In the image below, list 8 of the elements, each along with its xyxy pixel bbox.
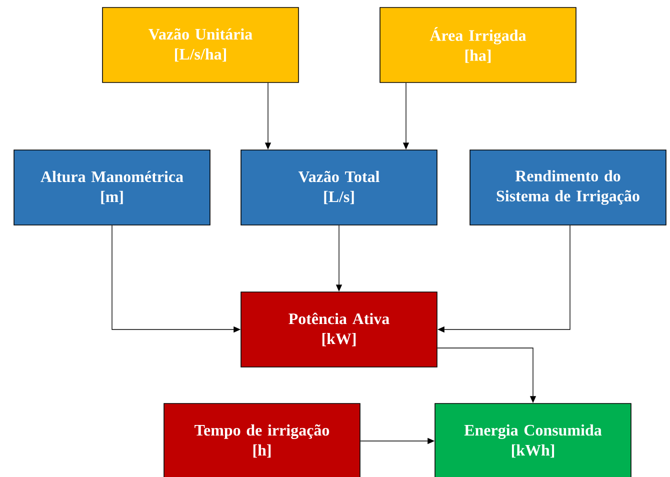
process-box: Potência Ativa [kW] <box>240 292 438 368</box>
process-box: Vazão Unitária [L/s/ha] <box>102 7 299 83</box>
process-box: Energia Consumida [kWh] <box>434 403 632 477</box>
process-box: Tempo de irrigação [h] <box>164 403 360 477</box>
process-box: Área Irrigada [ha] <box>380 7 576 83</box>
process-box: Rendimento do Sistema de Irrigação <box>470 150 666 226</box>
process-box: Altura Manométrica [m] <box>14 150 210 226</box>
process-box: Vazão Total [L/s] <box>240 150 438 226</box>
